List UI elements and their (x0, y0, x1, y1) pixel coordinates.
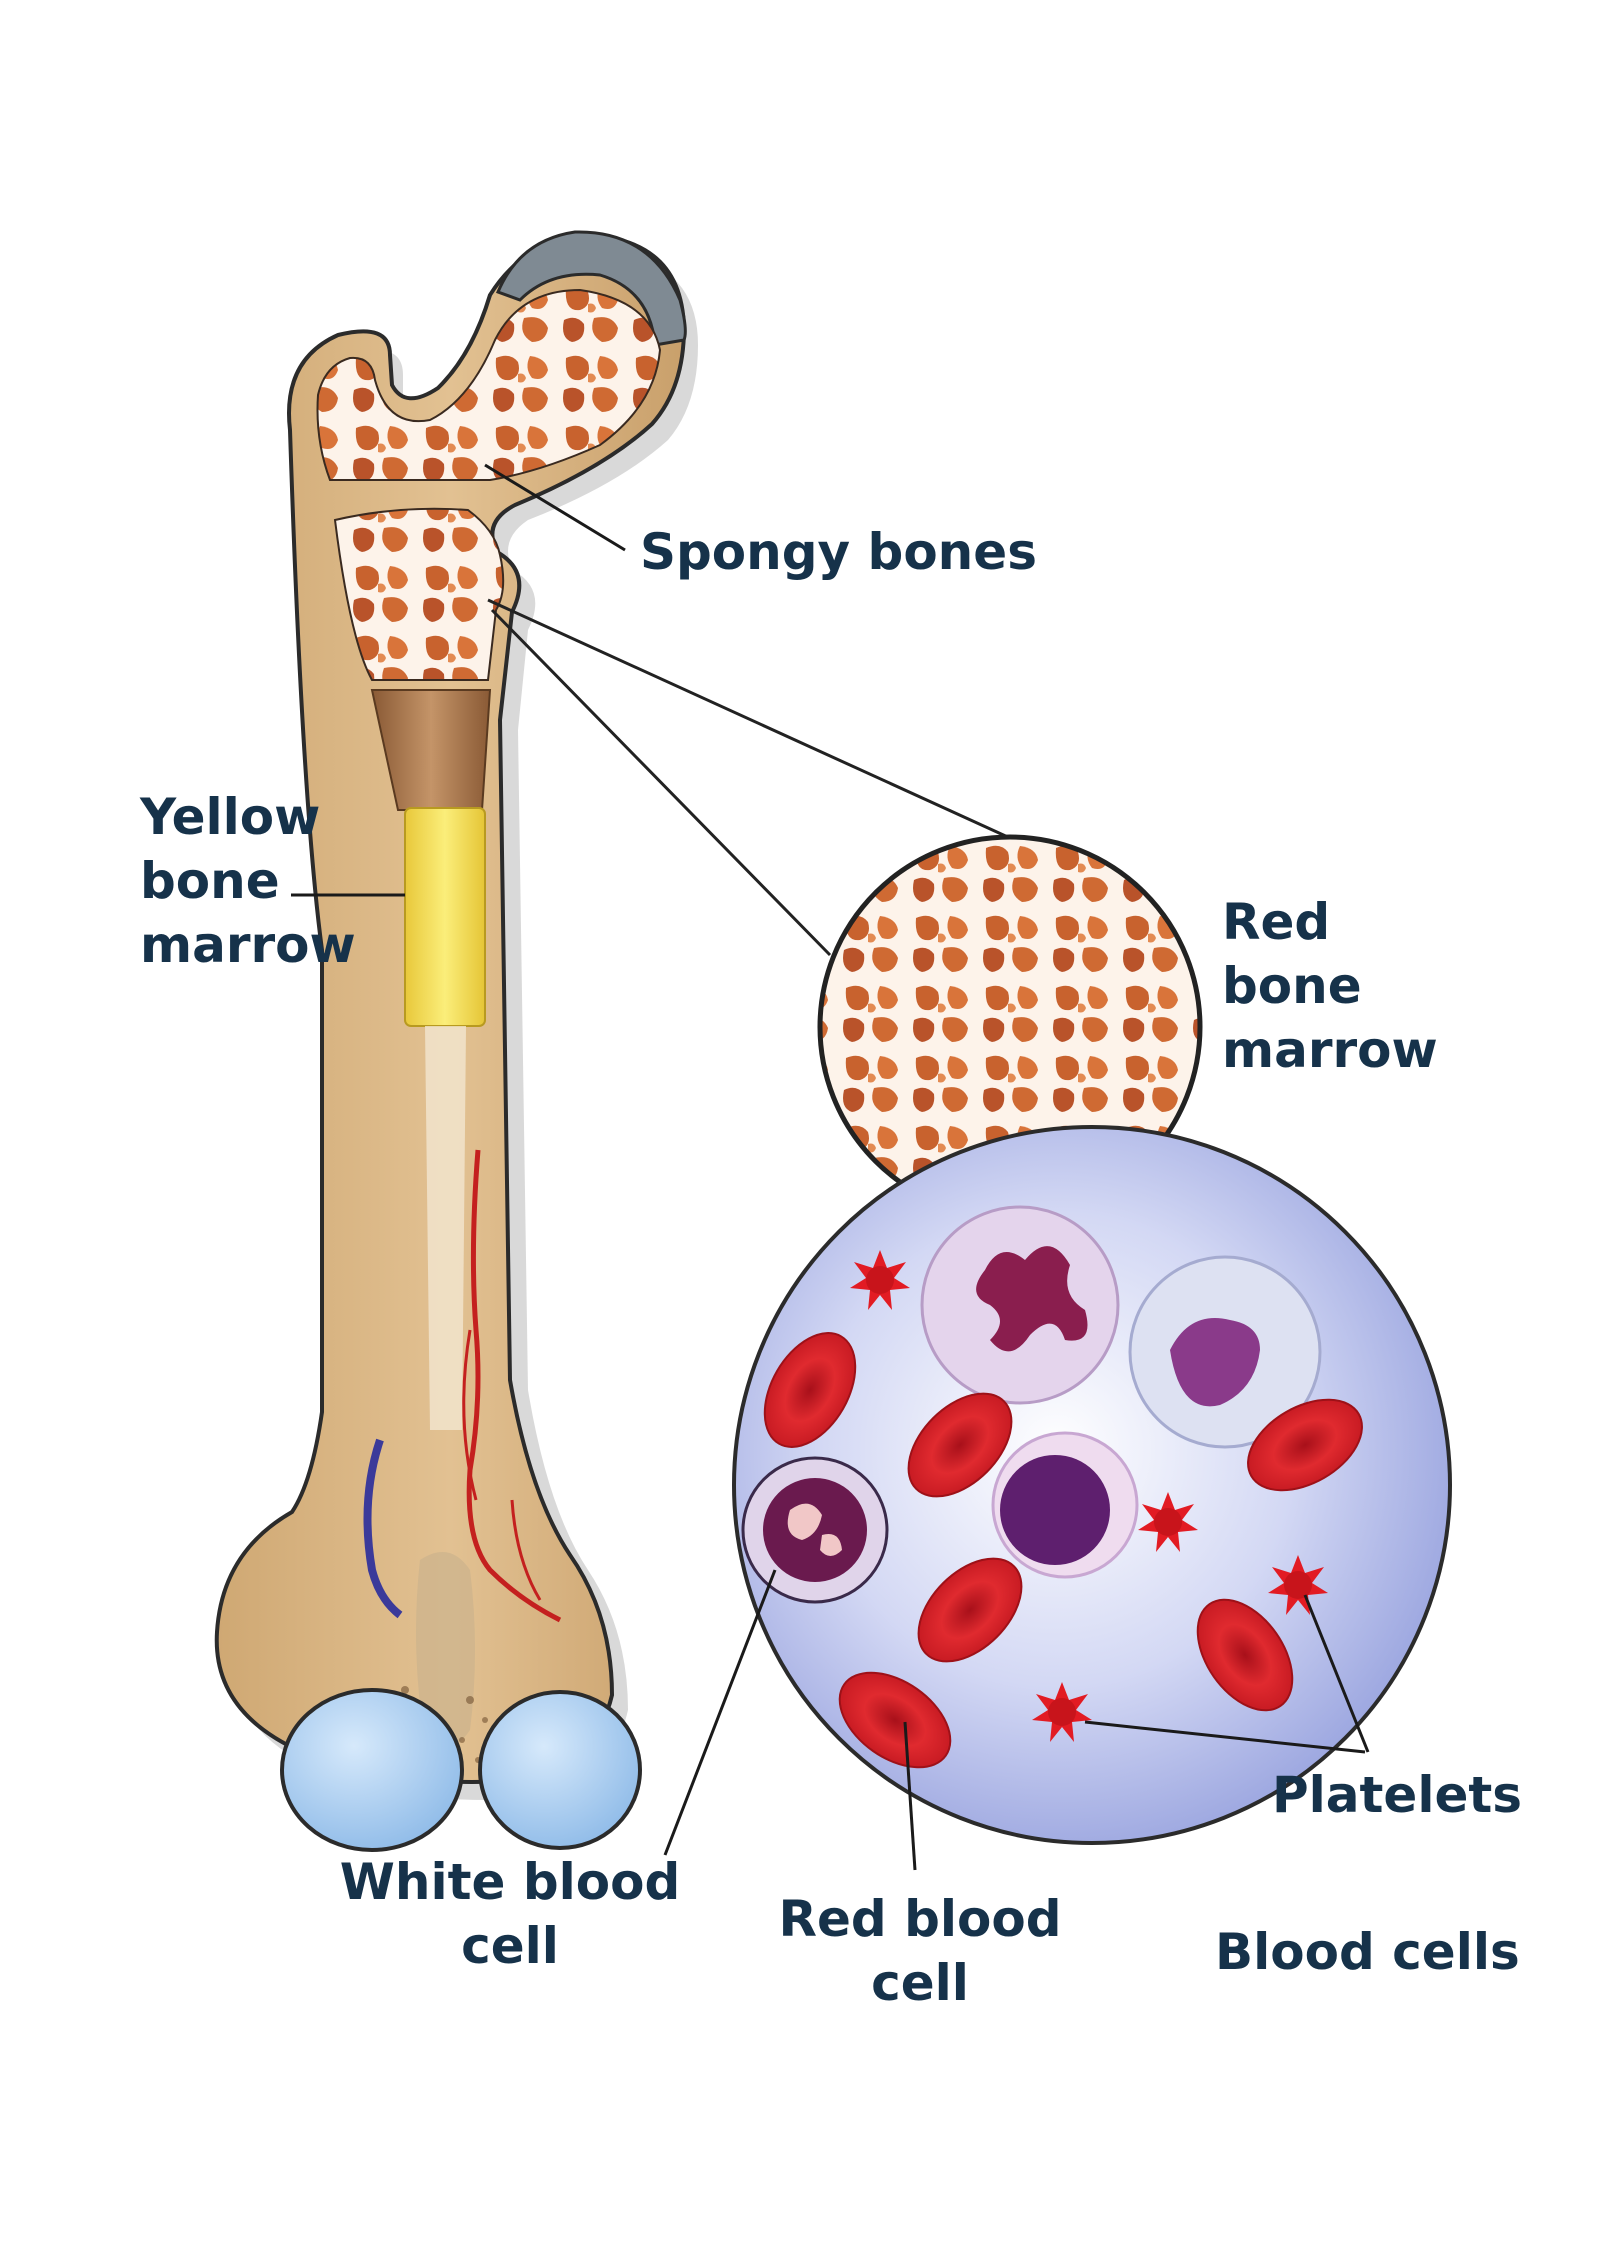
label-spongy-bones: Spongy bones (640, 520, 1037, 584)
femur-bone (214, 230, 698, 1852)
label-red-marrow-line-1: Red (1222, 893, 1331, 951)
label-white-blood-cell: White blood cell (325, 1850, 695, 1978)
label-yellow-line-3: marrow (140, 916, 356, 974)
leader-lines (291, 463, 1370, 1871)
label-platelets: Platelets (1272, 1763, 1522, 1827)
label-red-blood-cell: Red blood cell (755, 1887, 1085, 2015)
label-rbc-line-2: cell (871, 1954, 969, 2012)
lymphocyte-cell (991, 1431, 1139, 1579)
label-platelets-text: Platelets (1272, 1766, 1523, 1824)
label-blood-cells-text: Blood cells (1215, 1923, 1520, 1981)
label-wbc-line-2: cell (461, 1917, 559, 1975)
blood-cells-zoom (732, 1125, 1452, 1845)
neutrophil-cell (920, 1205, 1120, 1405)
label-wbc-line-1: White blood (339, 1853, 681, 1911)
label-red-marrow-line-3: marrow (1222, 1021, 1438, 1079)
label-yellow-line-1: Yellow (140, 788, 321, 846)
label-blood-cells: Blood cells (1215, 1920, 1520, 1984)
label-spongy-bones-text: Spongy bones (640, 523, 1037, 581)
label-yellow-bone-marrow: Yellow bone marrow (140, 785, 356, 977)
label-red-bone-marrow: Red bone marrow (1222, 890, 1438, 1082)
monocyte-cell (1128, 1255, 1322, 1449)
label-yellow-line-2: bone (140, 852, 280, 910)
label-rbc-line-1: Red blood (778, 1890, 1062, 1948)
label-red-marrow-line-2: bone (1222, 957, 1362, 1015)
zoom-lines (487, 598, 1011, 957)
white-blood-cell (741, 1456, 889, 1604)
